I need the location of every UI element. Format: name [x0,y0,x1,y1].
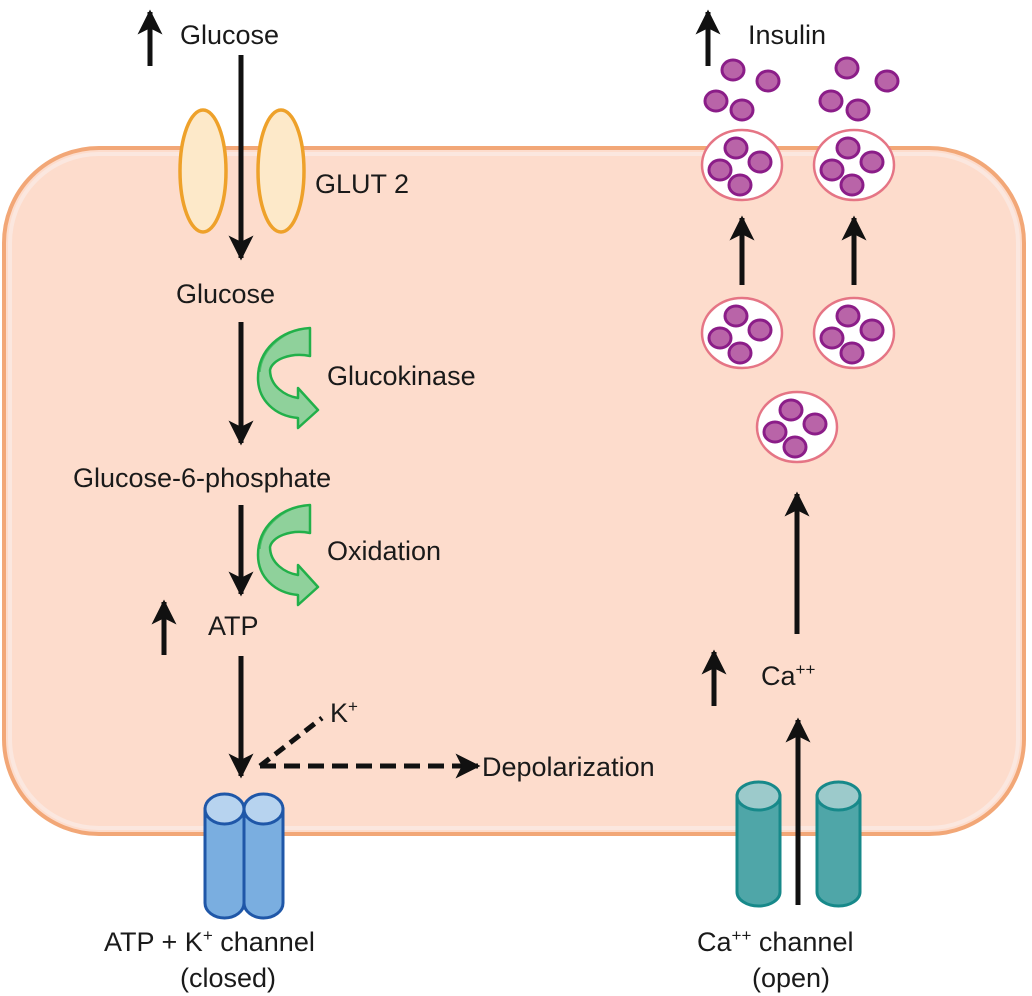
katp-channel-state: (closed) [180,963,276,993]
ca-ion-symbol: Ca [761,661,796,691]
glucose-outside-label: Glucose [180,20,279,50]
oxidation-enzyme-arrow [256,503,320,607]
insulin-granule [782,435,808,459]
ca-channel-state: (open) [752,963,830,993]
insulin-granule [707,158,733,182]
glucose-inside-label: Glucose [176,279,275,309]
insulin-granule [747,318,773,342]
glut2-label: GLUT 2 [315,169,409,199]
k-ion-symbol: K [330,698,348,728]
insulin-granule [802,412,828,436]
katp-channel-closed [203,792,285,920]
vesicle-membrane [700,128,784,202]
released-insulin-granules [703,56,900,122]
insulin-label: Insulin [748,20,826,50]
glut2-left-subunit [178,108,228,234]
insulin-granule [819,158,845,182]
released-insulin-granule [729,98,755,122]
katp-label-part1: ATP + K [104,927,203,957]
ca-ion-label: Ca++ [761,660,815,691]
insulin-granule [762,420,788,444]
insulin-granule [819,326,845,350]
ca-channel-label: Ca++ channel [697,926,853,957]
katp-label-charge: + [203,926,213,945]
insulin-granule [727,341,753,365]
vesicle-membrane [812,128,896,202]
insulin-vesicles [700,128,896,464]
k-efflux-blocked-dashed-line [258,716,324,768]
g6p-label: Glucose-6-phosphate [73,463,331,493]
insulin-granule [707,326,733,350]
ca-ion-charge: ++ [796,660,816,679]
insulin-vesicle [700,128,784,202]
released-insulin-granule [703,89,729,113]
cell-membrane-inner-highlight [8,152,1020,830]
released-insulin-granule [845,98,871,122]
vesicle-membrane [700,296,784,370]
released-insulin-granule [834,56,860,80]
insulin-granule [859,150,885,174]
insulin-granule [835,136,861,160]
released-insulin-granule [720,58,746,82]
glucokinase-enzyme-arrow [256,326,320,430]
oxidation-label: Oxidation [327,536,441,566]
insulin-vesicle [812,296,896,370]
glut2-transporter [178,108,306,234]
vesicle-membrane [812,296,896,370]
insulin-granule [778,398,804,422]
released-insulin-granule [755,69,781,93]
insulin-granule [727,173,753,197]
atp-label: ATP [208,611,259,641]
k-ion-label: K+ [330,697,358,728]
glucokinase-label: Glucokinase [327,361,476,391]
released-insulin-granule [818,89,844,113]
insulin-granule [839,173,865,197]
released-insulin-granule [874,69,900,93]
k-ion-charge: + [348,697,358,716]
glut2-right-subunit [256,108,306,234]
insulin-granule [835,304,861,328]
katp-label-part2: channel [213,927,315,957]
insulin-granule [839,341,865,365]
depolarization-label: Depolarization [482,752,655,782]
ca-channel-label-charge: ++ [732,926,752,945]
insulin-vesicle [700,296,784,370]
ca-channel-open [735,780,862,908]
insulin-vesicle [755,390,839,464]
ca-channel-label-part1: Ca [697,927,732,957]
ca-channel-label-part2: channel [751,927,853,957]
insulin-granule [747,150,773,174]
insulin-vesicle [812,128,896,202]
insulin-granule [723,136,749,160]
vesicle-membrane [755,390,839,464]
katp-channel-label: ATP + K+ channel [104,926,315,957]
insulin-granule [723,304,749,328]
insulin-granule [859,318,885,342]
